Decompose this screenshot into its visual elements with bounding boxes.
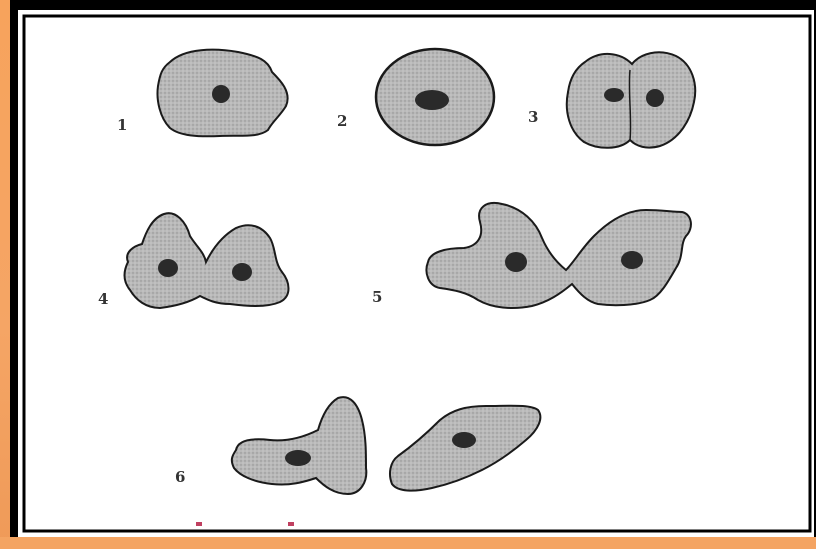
stage-3-cell: [567, 52, 695, 147]
stage-6-label: 6: [175, 468, 185, 486]
nucleus-left: [285, 450, 311, 466]
nucleus: [415, 90, 449, 110]
stage-1-cell: [158, 50, 288, 137]
stage-2-cell: [376, 49, 494, 145]
stage-3-label: 3: [528, 108, 538, 126]
stage-1-label: 1: [117, 116, 127, 134]
nucleus: [212, 85, 230, 103]
stage-4-label: 4: [98, 290, 108, 308]
nucleus-left: [604, 88, 624, 102]
cell-body: [125, 213, 289, 308]
stage-5-cells: [427, 203, 691, 308]
cell-left: [232, 397, 366, 494]
stage-4-cells: [125, 213, 289, 308]
nucleus-left: [505, 252, 527, 272]
stage-2-label: 2: [337, 112, 347, 130]
nucleus-right: [621, 251, 643, 269]
scan-artifact-left: [196, 522, 202, 526]
cell-right: [390, 406, 540, 491]
cell-body: [427, 203, 691, 308]
stage-6-cells: [232, 397, 541, 494]
nucleus-left: [158, 259, 178, 277]
scan-artifact-right: [288, 522, 294, 526]
nucleus-right: [452, 432, 476, 448]
stage-5-label: 5: [372, 288, 382, 306]
nucleus-right: [646, 89, 664, 107]
nucleus-right: [232, 263, 252, 281]
